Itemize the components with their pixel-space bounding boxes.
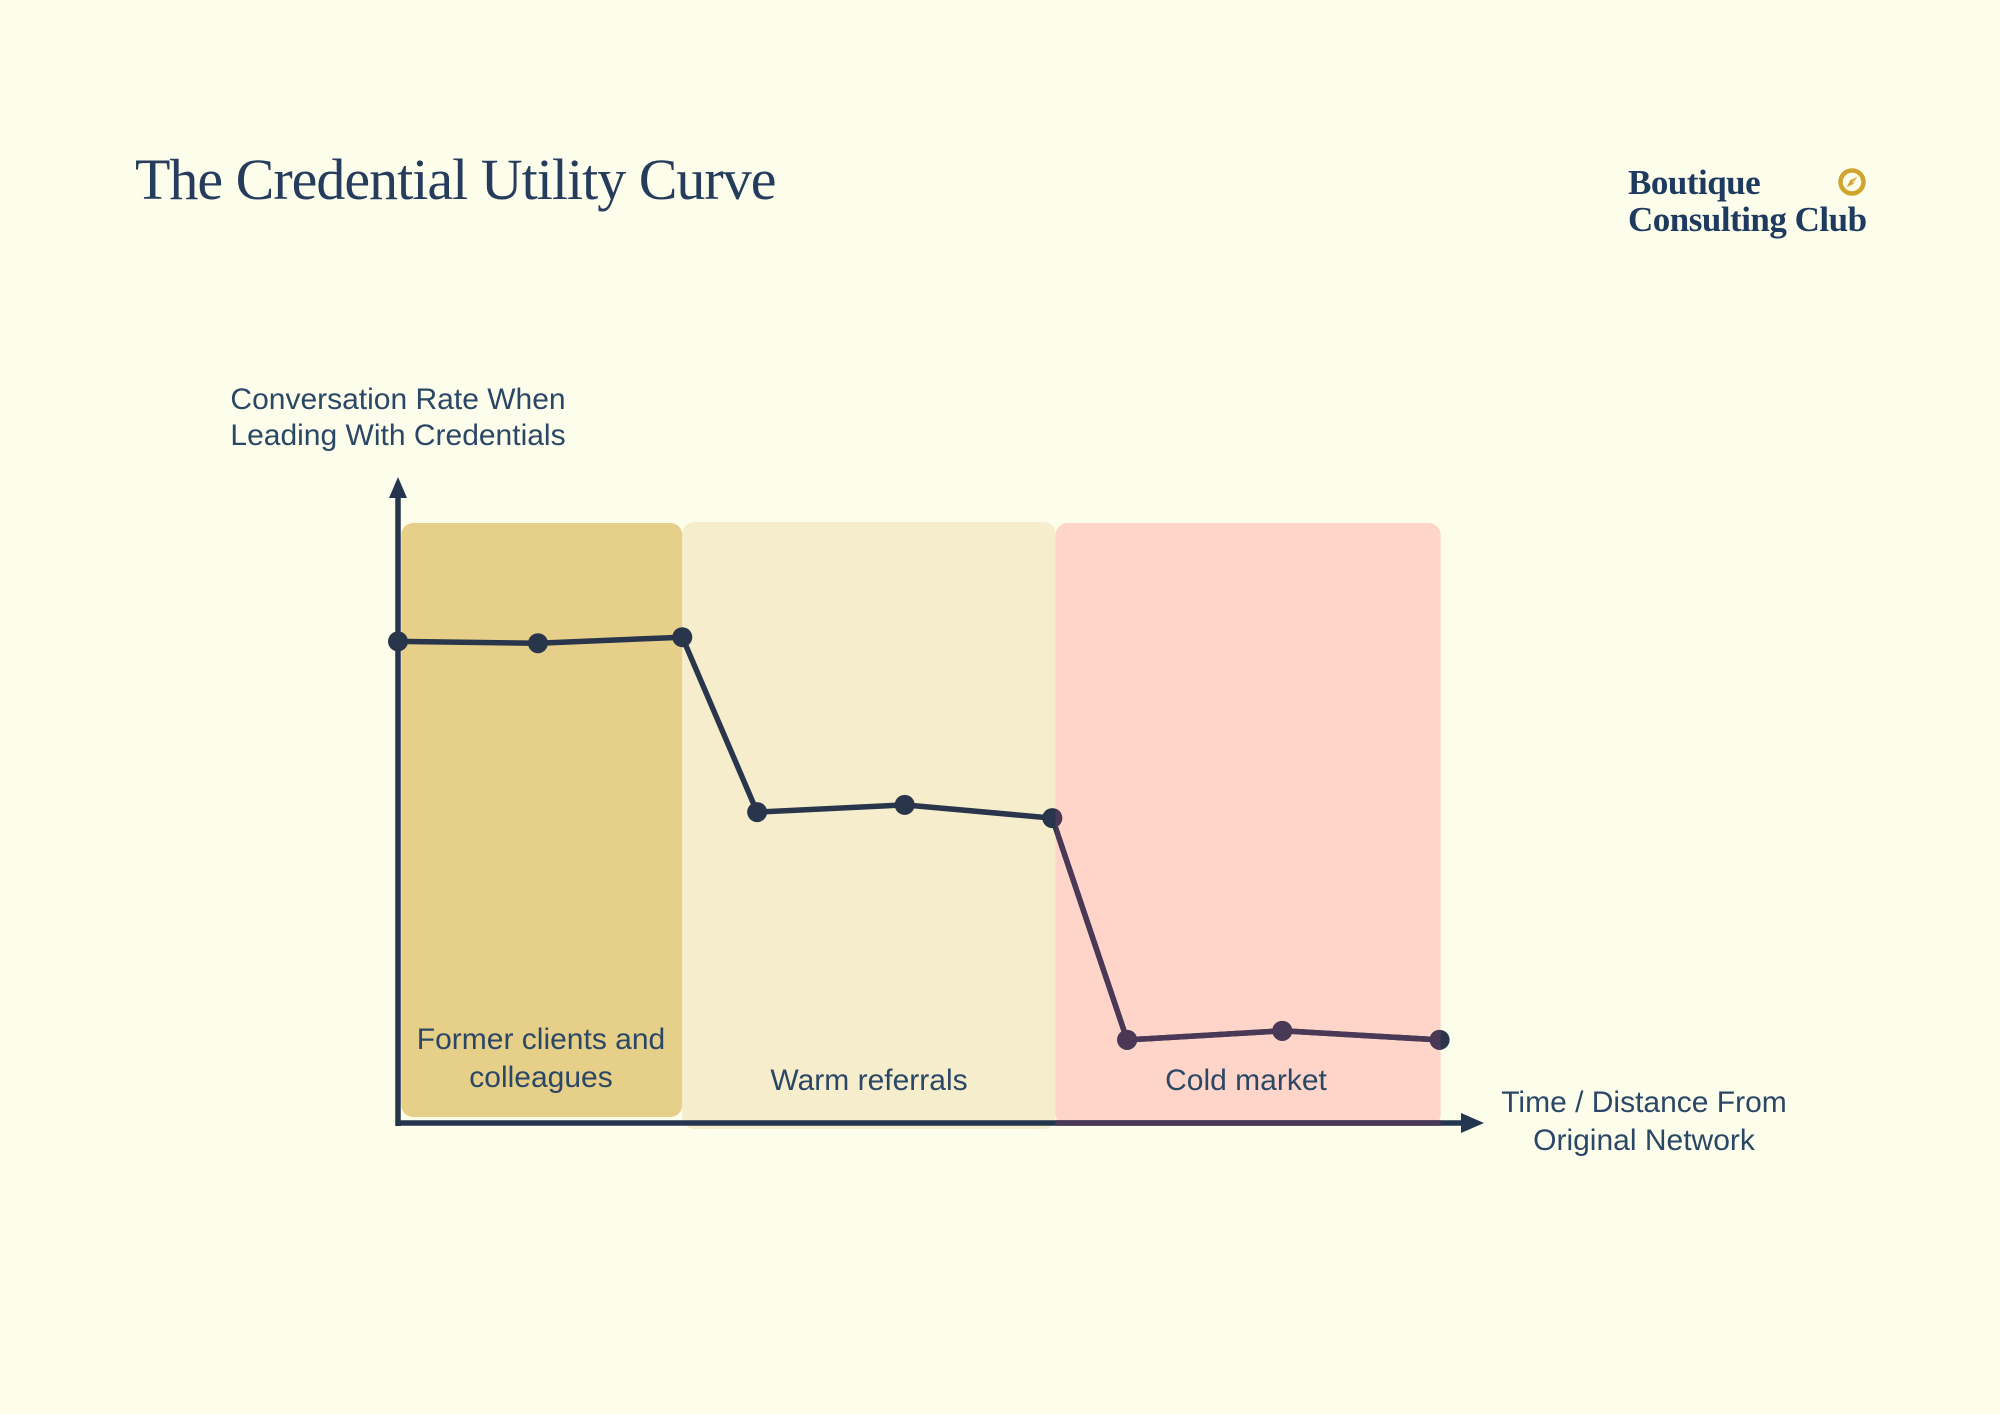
x-axis-label-line2: Original Network xyxy=(1533,1124,1755,1157)
data-point-3 xyxy=(747,802,768,823)
page-title: The Credential Utility Curve xyxy=(135,147,776,212)
compass-icon xyxy=(1838,168,1866,196)
zone-band-2 xyxy=(1055,523,1441,1126)
brand-name-line2: Consulting Club xyxy=(1628,200,1867,239)
data-point-1 xyxy=(527,633,548,654)
brand-name-line1: Boutique xyxy=(1628,163,1761,202)
x-axis-label-line1: Time / Distance From xyxy=(1501,1086,1787,1119)
brand-logo: Boutique Consulting Club xyxy=(1628,164,1867,238)
y-axis-arrowhead xyxy=(389,477,407,498)
y-axis-label-line2: Leading With Credentials xyxy=(230,419,566,452)
data-point-5 xyxy=(1055,808,1063,828)
chart-line xyxy=(1055,819,1440,1043)
data-point-6 xyxy=(1117,1029,1138,1050)
data-point-2 xyxy=(672,627,693,648)
data-point-7 xyxy=(1272,1020,1293,1041)
data-point-0 xyxy=(388,631,408,652)
x-axis-arrowhead xyxy=(1461,1113,1484,1133)
y-axis-label: Conversation Rate When Leading With Cred… xyxy=(230,382,565,454)
zone-label-warm-referrals: Warm referrals xyxy=(770,1064,968,1097)
zone-label-former-clients: Former clients and colleagues xyxy=(416,1023,666,1094)
zone-band-1 xyxy=(682,522,1056,1129)
data-point-4 xyxy=(894,794,915,815)
cold-zone-tint-group xyxy=(1055,808,1441,1126)
zone-label-cold-market: Cold market xyxy=(1165,1064,1327,1097)
data-point-8 xyxy=(1429,1029,1441,1050)
zone-band-0 xyxy=(401,523,683,1117)
y-axis-label-line1: Conversation Rate When xyxy=(230,383,566,416)
x-axis-label: Time / Distance From Original Network xyxy=(1501,1084,1787,1160)
